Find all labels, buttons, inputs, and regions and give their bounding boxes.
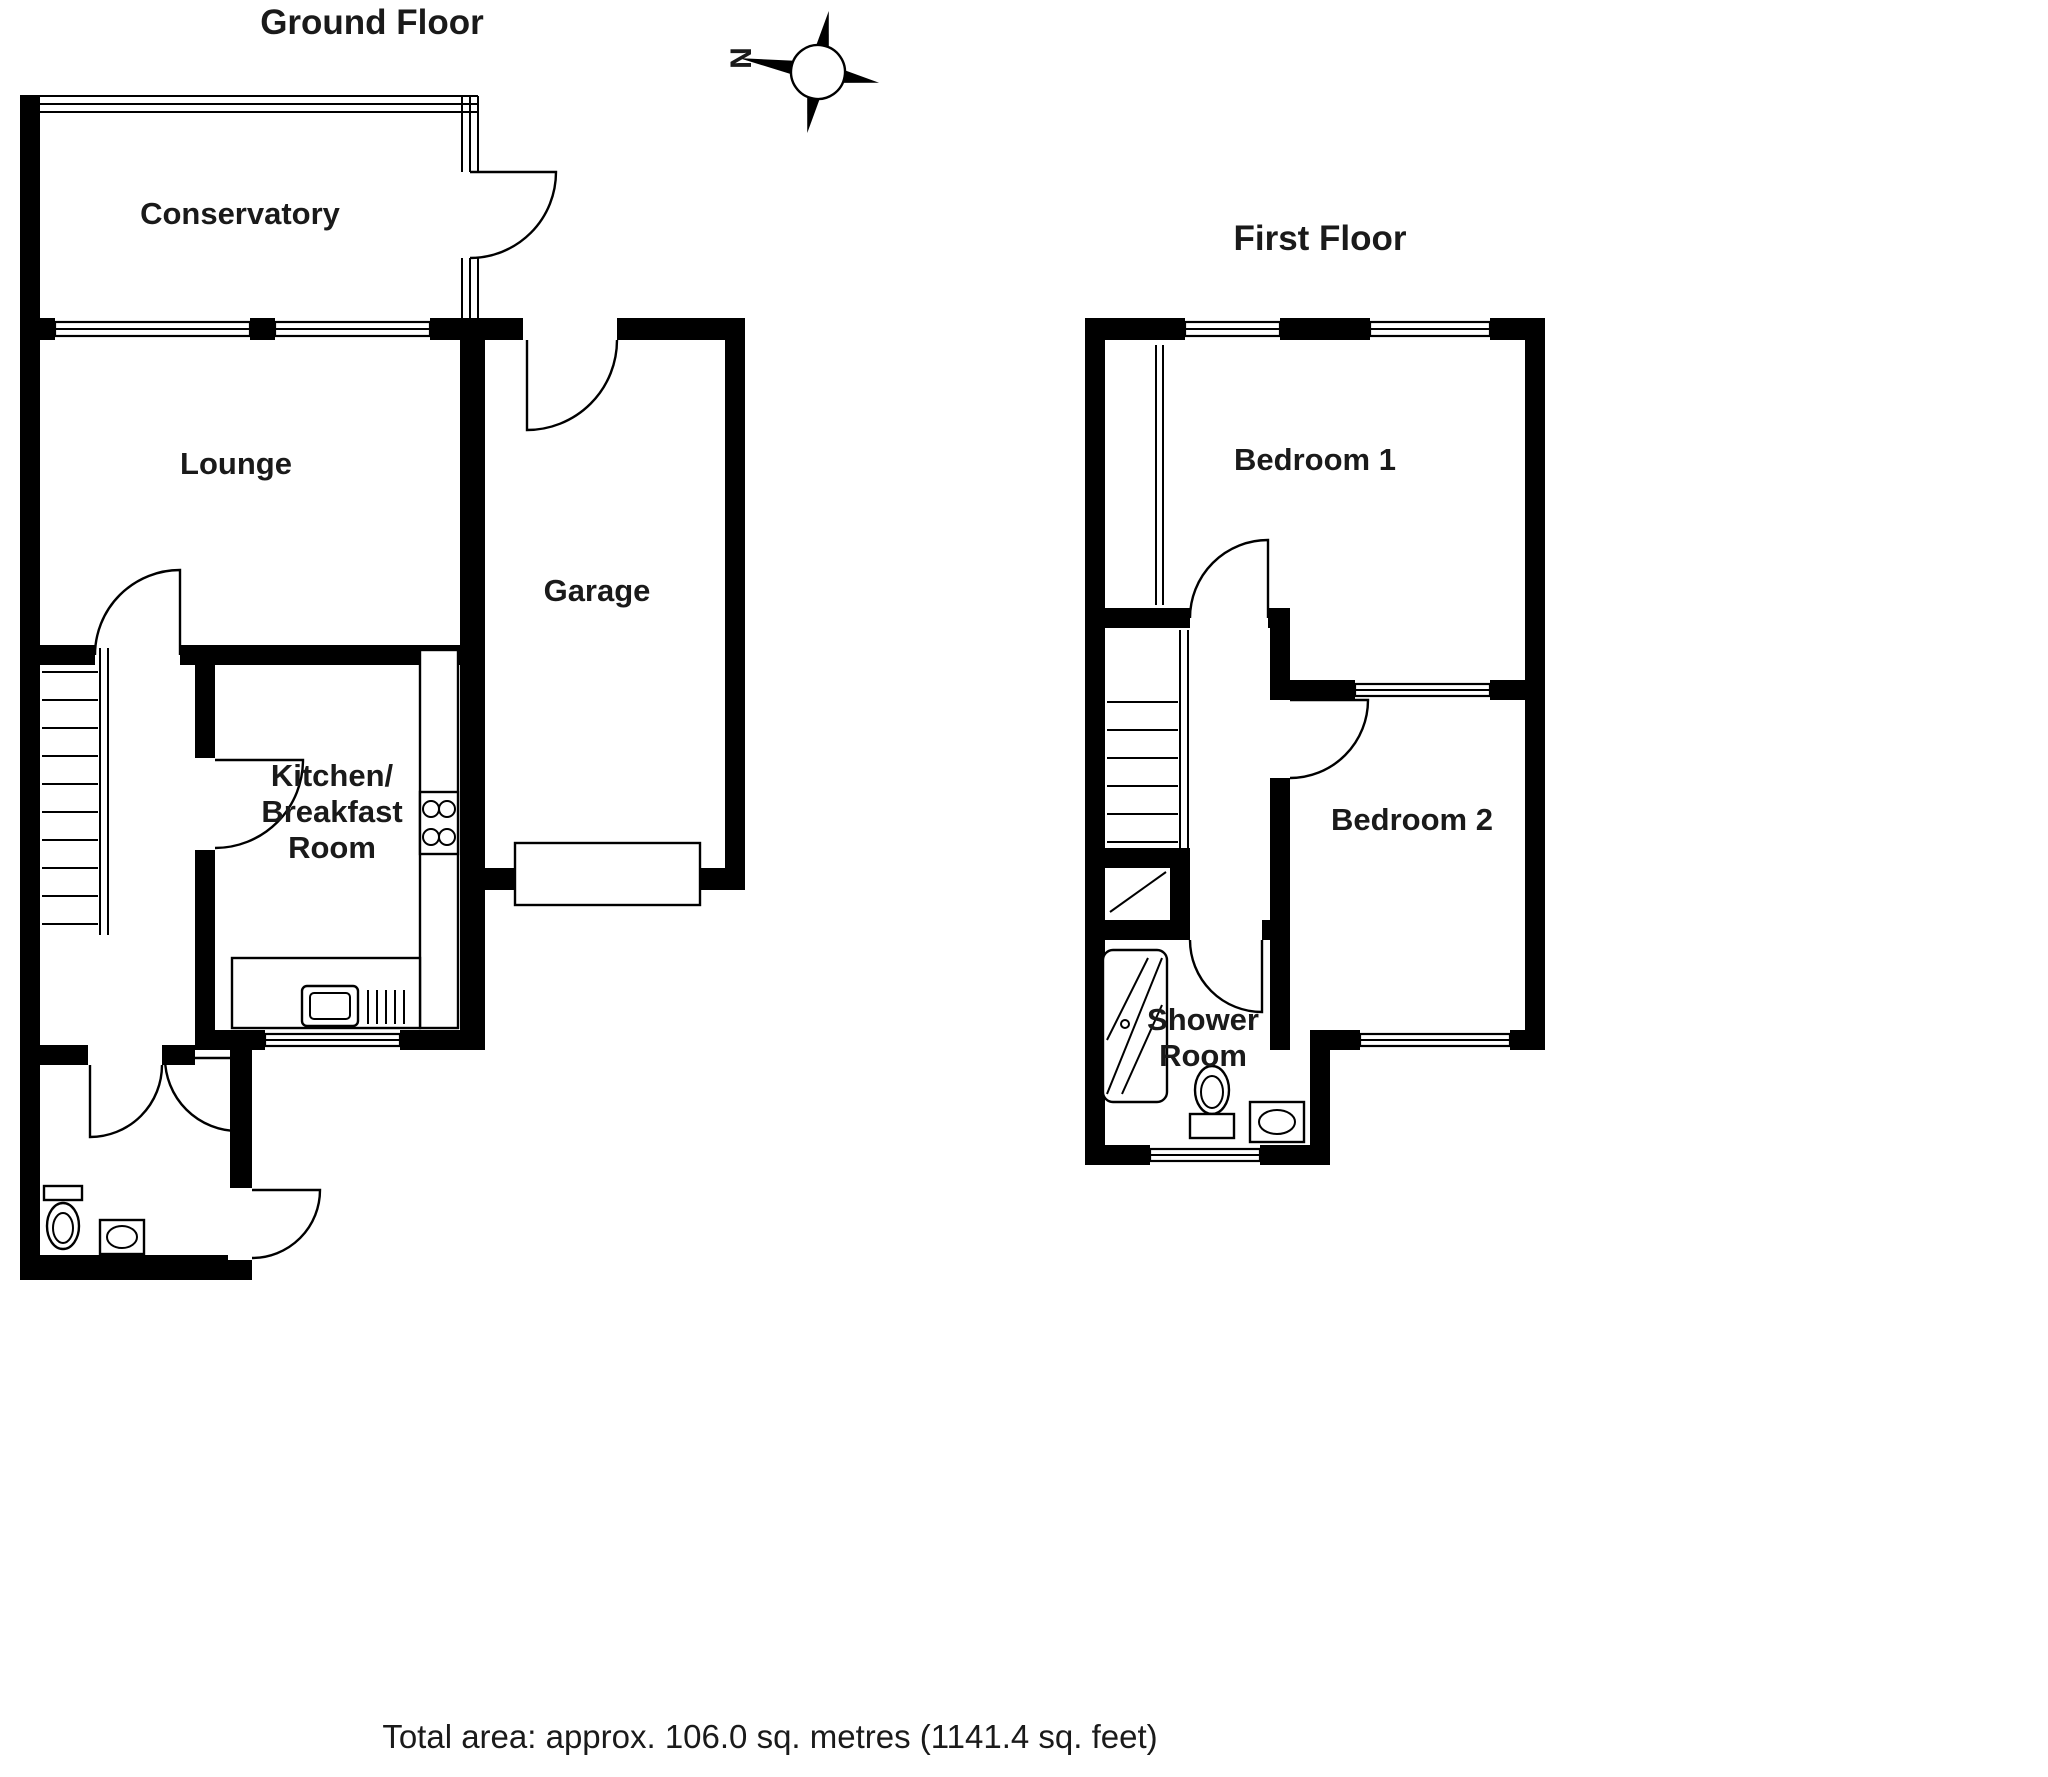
door-opening [1190,918,1262,942]
door-arc [163,1056,239,1133]
door-arc [88,1064,164,1139]
kitchen-label-line1: Kitchen/ [271,758,394,793]
bedroom2-label: Bedroom 2 [1331,802,1493,837]
window [1368,318,1492,340]
window [1183,318,1282,340]
first-floor-plan: First Floor [1085,219,1545,1165]
wall-segment [1270,608,1290,1050]
door-arc [214,758,305,850]
door-arc [1188,538,1270,619]
door-opening [95,643,180,667]
door-opening [1190,606,1268,630]
shower-room-label-line1: Shower [1147,1002,1259,1037]
wall-segment [20,1255,252,1280]
wall-segment [725,318,745,890]
door-opening [523,316,617,342]
bedroom1-wardrobe-line [1155,345,1164,605]
north-label: N [725,47,758,69]
shower-room-label-line2: Room [1159,1038,1247,1073]
first-floor-title: First Floor [1233,219,1406,258]
wall-segment [1105,848,1190,868]
garage-label: Garage [544,573,651,608]
door-arc [1188,939,1264,1014]
window [273,318,432,340]
window [263,1030,402,1050]
wall-segment [20,95,40,1280]
ground-floor-title: Ground Floor [260,3,484,42]
ground-floor-door-openings [88,316,617,1260]
wall-segment [1170,868,1190,923]
total-area-text: Total area: approx. 106.0 sq. metres (11… [382,1718,1157,1755]
door-opening [1268,700,1292,778]
door-arc [469,170,558,260]
conservatory-glazing [40,95,479,322]
kitchen-sink-icon [300,984,405,1028]
door-opening [88,1043,162,1067]
hob-icon [418,790,460,856]
door-opening [193,758,217,850]
window [1148,1145,1262,1165]
wall-segment [1310,1030,1330,1165]
wall-segment [1085,318,1105,1165]
lounge-label: Lounge [180,446,292,481]
conservatory-label: Conservatory [140,196,341,231]
window [53,318,252,340]
door-arc [93,568,182,656]
kitchen-label-line2: Breakfast [261,794,402,829]
kitchen-label-line3: Room [288,830,376,865]
door-opening [228,1188,254,1260]
door-arc [525,339,619,432]
window [1358,1030,1512,1050]
sink-icon [1248,1100,1306,1144]
shower-tray-icon [1101,948,1169,1104]
toilet-icon [1188,1064,1236,1140]
ground-floor-plan: Ground Floor [20,3,745,1280]
wall-segment [460,340,485,1050]
sink-icon [98,1218,146,1256]
stairs-icon [1107,630,1189,913]
garage-door [513,841,702,907]
compass-icon [739,10,880,134]
stairs-icon [42,648,109,935]
ground-floor-walls [20,95,745,1280]
bedroom1-label: Bedroom 1 [1234,442,1396,477]
compass: N [725,10,880,134]
toilet-icon [42,1184,84,1251]
door-arc [251,1188,322,1260]
first-floor-door-openings [1190,606,1292,942]
wardrobe-front [1353,680,1492,700]
door-arc [1289,698,1370,780]
